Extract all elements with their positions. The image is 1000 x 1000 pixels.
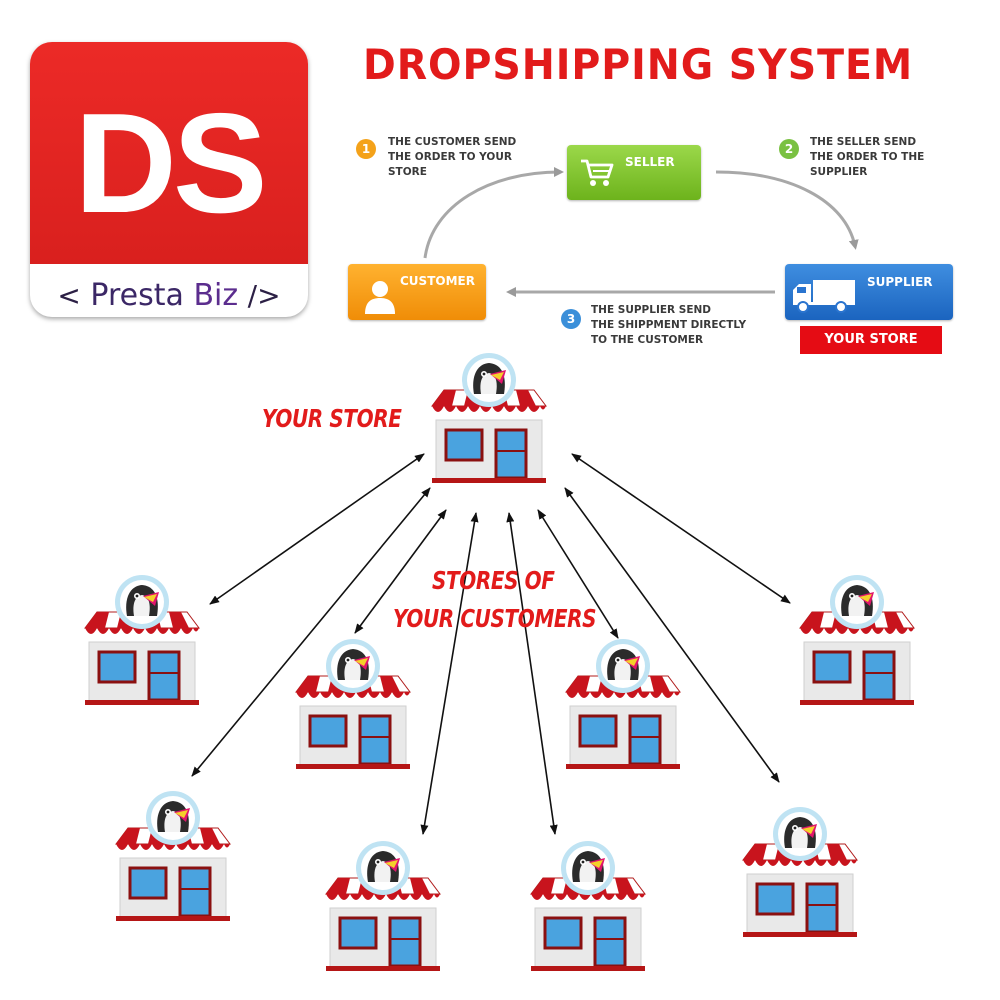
- customer-store: [77, 572, 207, 712]
- step-3-line-3: TO THE CUSTOMER: [591, 334, 704, 346]
- central-store: [424, 350, 554, 490]
- logo-brand-name: < Presta Biz />: [30, 278, 308, 313]
- logo-monogram: DS: [74, 84, 267, 243]
- logo-open-bracket: <: [57, 279, 81, 312]
- diagram-title: DROPSHIPPING SYSTEM: [363, 40, 914, 89]
- step-2-badge: 2: [779, 139, 799, 159]
- logo-brand-biz: Biz: [193, 278, 239, 313]
- step-1-line-1: THE CUSTOMER SEND: [388, 136, 517, 148]
- logo-close-bracket: />: [247, 279, 281, 312]
- stores-label-line-1: STORES OF: [432, 566, 555, 595]
- supplier-label: SUPPLIER: [867, 275, 933, 289]
- prestashop-store-icon: [565, 639, 681, 769]
- customer-store: [318, 838, 448, 978]
- shopping-cart-icon: [581, 159, 614, 186]
- link-arrow: [571, 453, 791, 604]
- step-3-badge: 3: [561, 309, 581, 329]
- step-1-line-2: THE ORDER TO YOUR: [388, 151, 512, 163]
- step-1-badge: 1: [356, 139, 376, 159]
- your-store-badge: YOUR STORE: [800, 326, 942, 354]
- your-store-label: YOUR STORE: [262, 404, 402, 433]
- delivery-truck-icon: [793, 280, 855, 313]
- step-2-line-3: SUPPLIER: [810, 166, 868, 178]
- prestashop-store-icon: [530, 841, 646, 971]
- step-1-text: THE CUSTOMER SEND THE ORDER TO YOUR STOR…: [388, 135, 516, 180]
- link-arrow: [506, 512, 558, 835]
- step-3-line-2: THE SHIPPMENT DIRECTLY: [591, 319, 747, 331]
- customer-store: [108, 788, 238, 928]
- prestashop-store-icon: [295, 639, 411, 769]
- person-icon: [365, 281, 395, 314]
- stores-label-line-2: YOUR CUSTOMERS: [393, 604, 597, 633]
- step-3-line-1: THE SUPPLIER SEND: [591, 304, 712, 316]
- customer-store: [792, 572, 922, 712]
- seller-node: SELLER: [567, 145, 701, 200]
- customer-label: CUSTOMER: [400, 274, 475, 288]
- customer-store: [288, 636, 418, 776]
- logo-red-panel: [30, 42, 308, 264]
- link-arrow: [209, 453, 425, 605]
- prestashop-store-icon: [115, 791, 231, 921]
- prestashop-store-icon: [431, 353, 547, 483]
- step-2-text: THE SELLER SEND THE ORDER TO THE SUPPLIE…: [810, 135, 924, 180]
- supplier-node: SUPPLIER: [785, 264, 953, 320]
- arrow-customer-to-seller: [423, 167, 564, 259]
- arrow-seller-to-supplier: [715, 170, 859, 250]
- seller-label: SELLER: [625, 155, 675, 169]
- customer-store: [558, 636, 688, 776]
- prestabiz-ds-logo: DS < Presta Biz />: [30, 42, 308, 317]
- logo-brand-presta: Presta: [90, 278, 184, 313]
- link-arrow: [420, 512, 479, 835]
- step-1-line-3: STORE: [388, 166, 427, 178]
- customer-store: [523, 838, 653, 978]
- customer-node: CUSTOMER: [348, 264, 486, 320]
- step-2-line-1: THE SELLER SEND: [810, 136, 917, 148]
- step-2-line-2: THE ORDER TO THE: [810, 151, 925, 163]
- prestashop-store-icon: [325, 841, 441, 971]
- prestashop-store-icon: [84, 575, 200, 705]
- prestashop-store-icon: [742, 807, 858, 937]
- prestashop-store-icon: [799, 575, 915, 705]
- step-3-text: THE SUPPLIER SEND THE SHIPPMENT DIRECTLY…: [591, 303, 746, 348]
- customer-store: [735, 804, 865, 944]
